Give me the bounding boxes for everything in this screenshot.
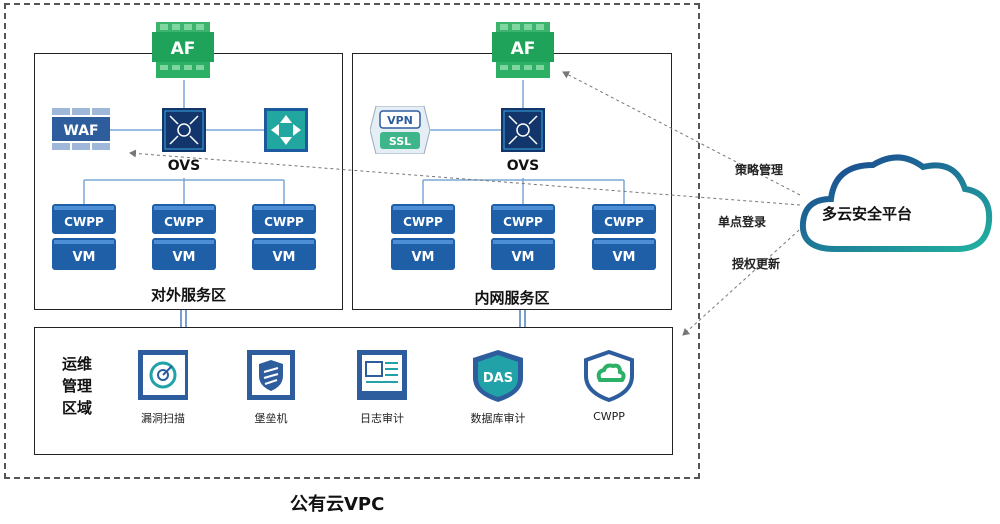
vpc-boundary — [4, 3, 700, 479]
vm-label: VM — [512, 250, 535, 265]
ops-management-zone — [34, 327, 673, 455]
cwpp-label: CWPP — [403, 215, 443, 229]
cwpp-vm-stack-left-3: CWPP VM — [252, 204, 316, 270]
database-audit-tool: DAS — [471, 350, 525, 402]
ops-zone-title: 运维 管理 区域 — [62, 355, 93, 417]
database-audit-label: 数据库审计 — [470, 412, 526, 425]
external-zone-label: 对外服务区 — [150, 286, 226, 304]
router-device — [264, 108, 308, 152]
ovs-label-right: OVS — [506, 158, 540, 174]
policy-management-label: 策略管理 — [735, 163, 784, 177]
vm-label: VM — [273, 250, 296, 265]
vuln-scan-icon — [138, 350, 188, 400]
cwpp-label: CWPP — [503, 215, 543, 229]
das-badge: DAS — [483, 371, 513, 386]
af-firewall-right: AF — [492, 22, 554, 80]
cwpp-label: CWPP — [264, 215, 304, 229]
server-stack-icon: CWPP VM — [52, 204, 116, 270]
cwpp-vm-stack-left-1: CWPP VM — [52, 204, 116, 270]
ovs-switch-left — [162, 108, 206, 152]
vpc-title: 公有云VPC — [290, 494, 385, 515]
firewall-icon: AF — [492, 22, 554, 78]
vuln-scan-label: 漏洞扫描 — [141, 412, 185, 425]
af-label: AF — [171, 39, 196, 59]
single-sign-on-label: 单点登录 — [718, 215, 767, 229]
cwpp-vm-stack-right-2: CWPP VM — [491, 204, 555, 270]
multi-cloud-platform — [795, 145, 995, 265]
af-label: AF — [511, 39, 536, 59]
bastion-host-icon — [247, 350, 295, 400]
internal-zone-label: 内网服务区 — [474, 289, 550, 307]
database-audit-icon: DAS — [473, 350, 523, 402]
server-stack-icon: CWPP VM — [491, 204, 555, 270]
cloud-icon — [799, 154, 993, 252]
vuln-scan-tool — [135, 350, 191, 402]
log-audit-tool — [355, 350, 409, 402]
license-update-label: 授权更新 — [732, 257, 781, 271]
af-firewall-left: AF — [152, 22, 214, 80]
cwpp-tool-label: CWPP — [593, 410, 625, 423]
switch-icon — [162, 108, 206, 152]
ovs-switch-right — [501, 108, 545, 152]
server-stack-icon: CWPP VM — [252, 204, 316, 270]
cwpp-label: CWPP — [64, 215, 104, 229]
ssl-label: SSL — [389, 135, 411, 148]
cwpp-vm-stack-right-1: CWPP VM — [391, 204, 455, 270]
vm-label: VM — [73, 250, 96, 265]
cwpp-label: CWPP — [164, 215, 204, 229]
vpn-label: VPN — [387, 114, 413, 127]
waf-icon: WAF — [52, 108, 110, 150]
ovs-label-left: OVS — [167, 158, 201, 174]
server-stack-icon: CWPP VM — [152, 204, 216, 270]
bastion-host-label: 堡垒机 — [254, 412, 288, 425]
vm-label: VM — [613, 250, 636, 265]
server-stack-icon: CWPP VM — [592, 204, 656, 270]
cwpp-tool — [582, 349, 636, 403]
router-icon — [264, 108, 308, 152]
log-audit-icon — [357, 350, 407, 400]
waf-label: WAF — [63, 123, 98, 139]
cwpp-shield-icon — [584, 349, 634, 403]
vm-label: VM — [412, 250, 435, 265]
vpn-ssl-icon: VPN SSL — [369, 105, 431, 155]
bastion-host-tool — [245, 350, 297, 402]
switch-icon — [501, 108, 545, 152]
firewall-icon: AF — [152, 22, 214, 78]
vpn-ssl-device: VPN SSL — [369, 105, 431, 155]
waf-device: WAF — [52, 108, 110, 154]
server-stack-icon: CWPP VM — [391, 204, 455, 270]
vm-label: VM — [173, 250, 196, 265]
log-audit-label: 日志审计 — [360, 412, 404, 425]
cwpp-vm-stack-right-3: CWPP VM — [592, 204, 656, 270]
cloud-platform-label: 多云安全平台 — [822, 205, 913, 223]
cwpp-label: CWPP — [604, 215, 644, 229]
cwpp-vm-stack-left-2: CWPP VM — [152, 204, 216, 270]
